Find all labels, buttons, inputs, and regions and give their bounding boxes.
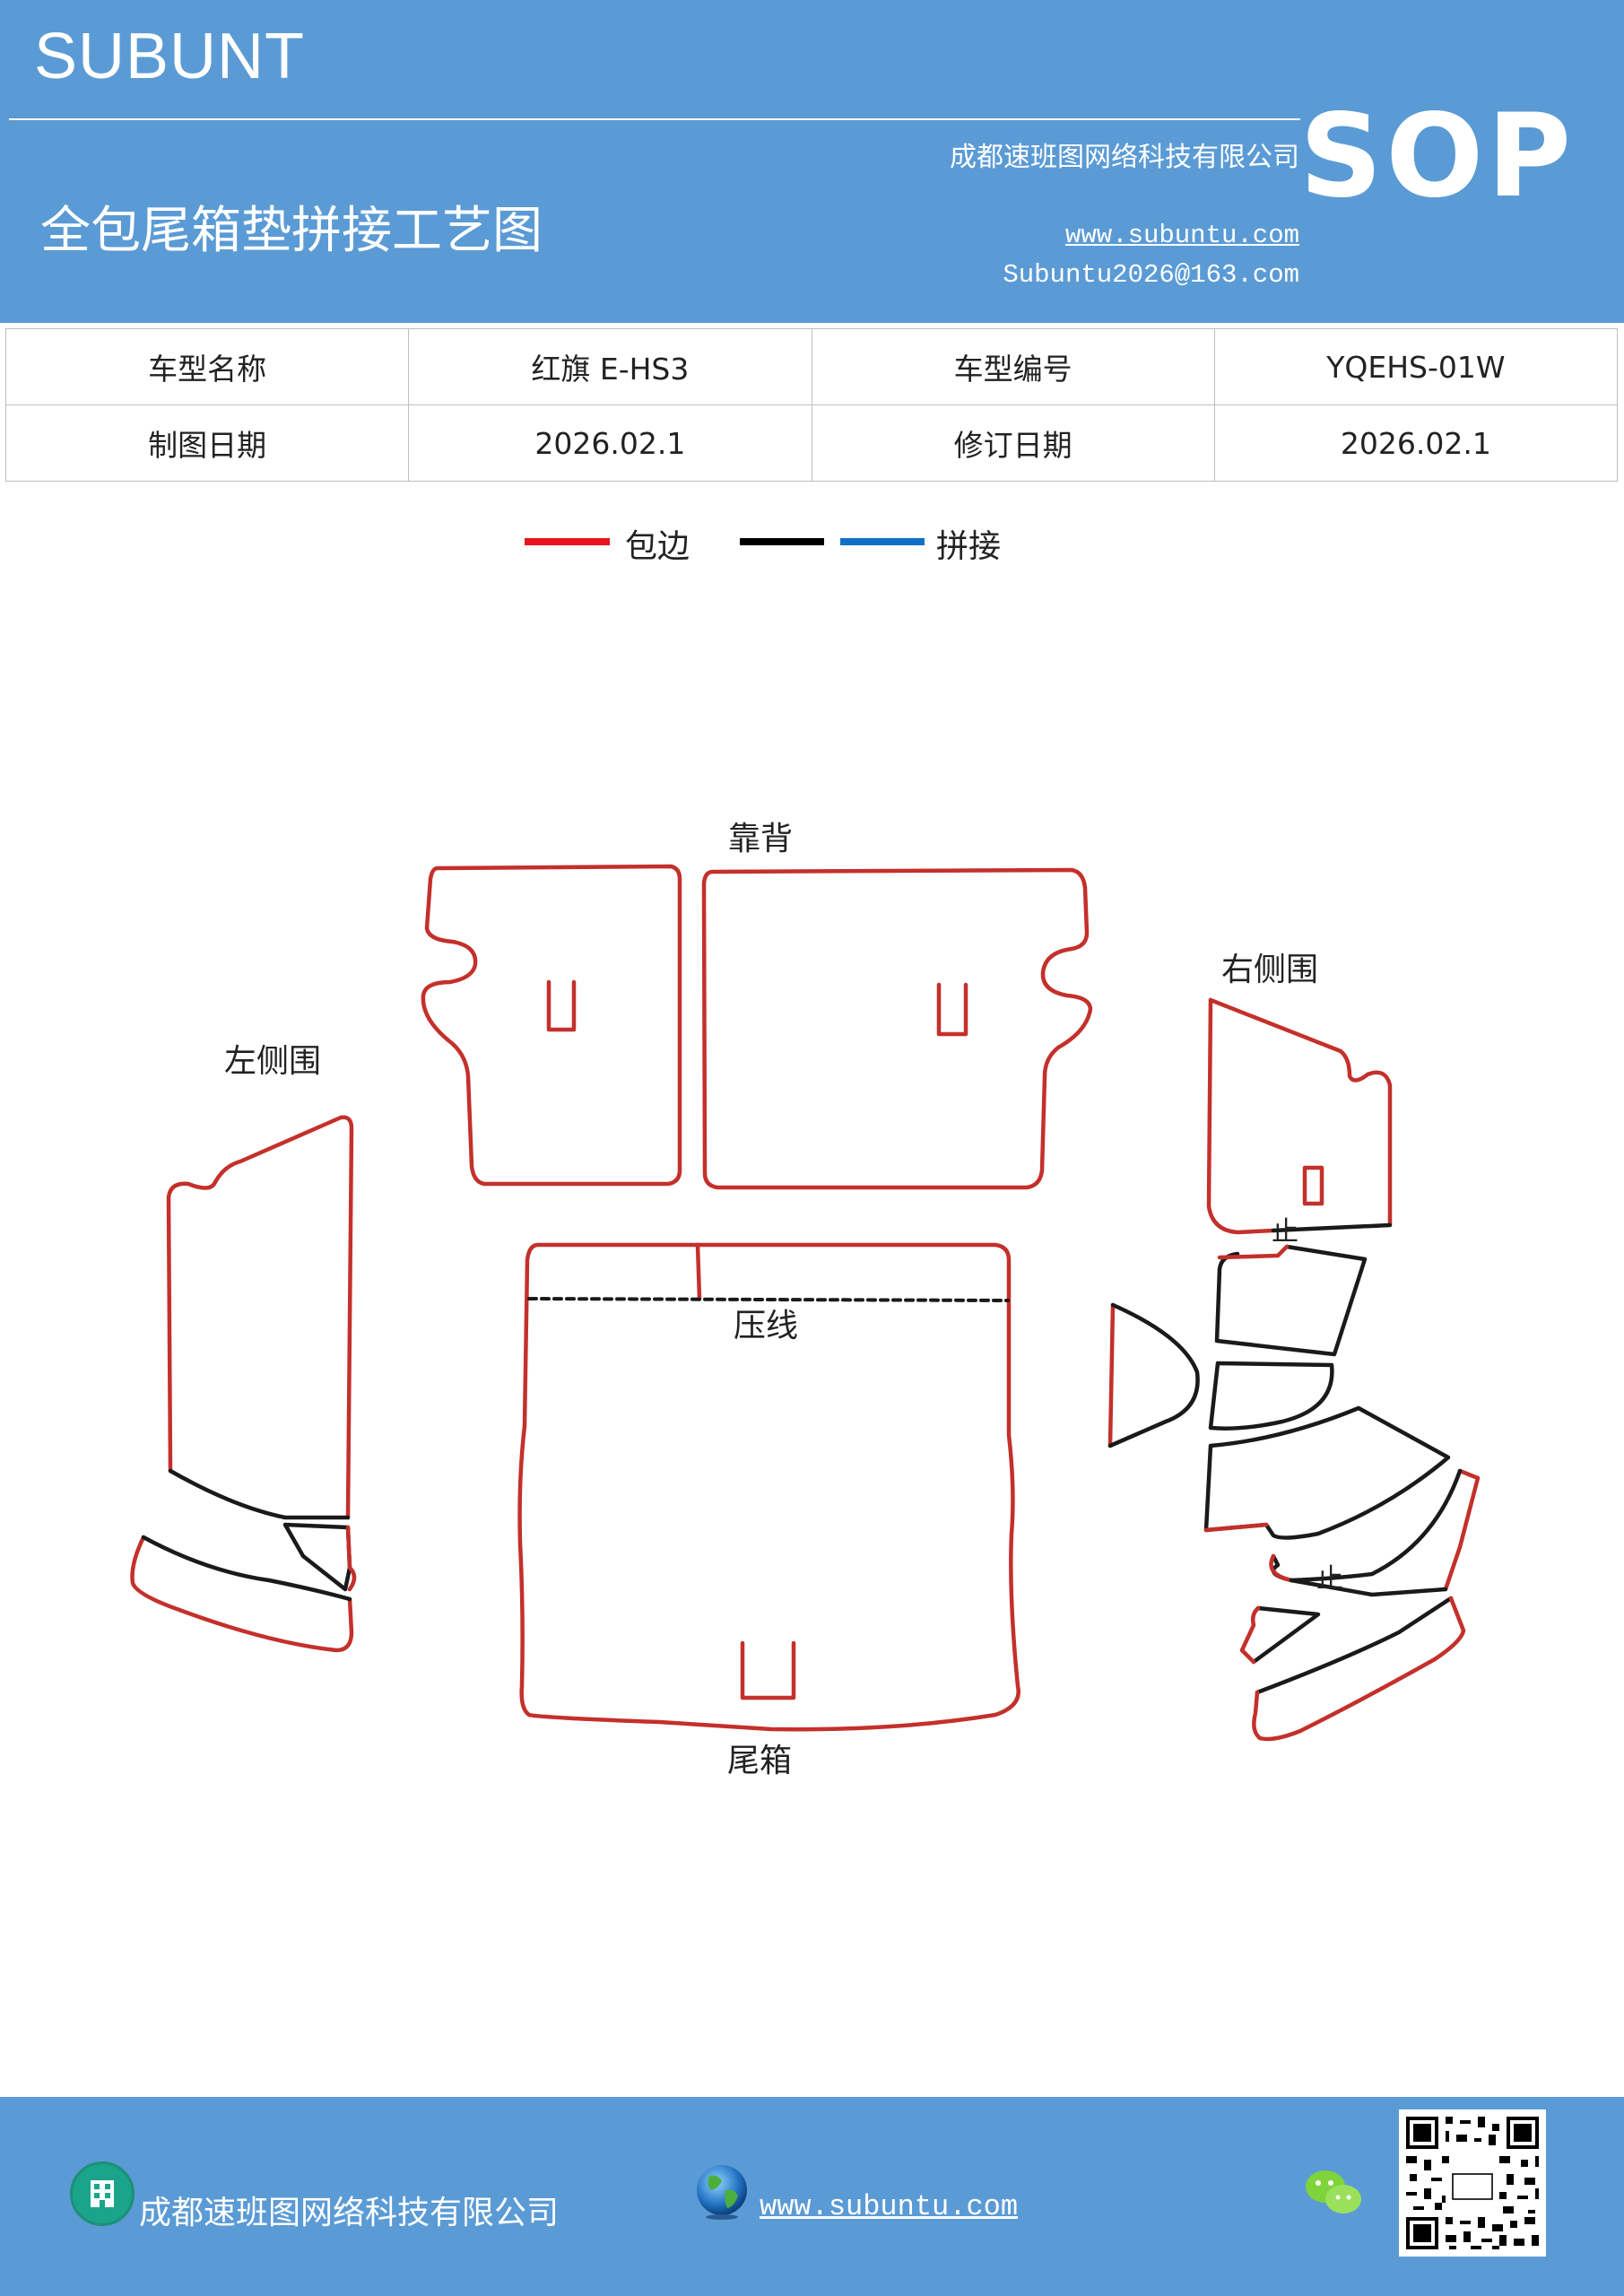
footer-company-name: 成都速班图网络科技有限公司 (139, 2195, 560, 2231)
backrest-right-piece (701, 867, 1093, 1190)
right-mid-piece-3-edge (1203, 1522, 1269, 1533)
value-revision-date: 2026.02.1 (1213, 404, 1619, 482)
sop-badge: SOP (1299, 90, 1575, 223)
label-left-side: 左侧围 (224, 1043, 321, 1080)
right-lower-strip-left (1269, 1553, 1294, 1583)
email-address[interactable]: Subuntu2026@163.com (1003, 260, 1299, 290)
right-small-triangle-edge (1239, 1605, 1261, 1665)
pattern-diagram: 靠背 左侧围 右侧围 压线 尾箱 止 止 (130, 821, 1481, 1779)
label-backrest: 靠背 (728, 821, 793, 857)
right-side-top-left-edge (1206, 997, 1276, 1235)
document-title: 全包尾箱垫拼接工艺图 (40, 202, 543, 260)
backrest-left-piece (421, 864, 682, 1187)
backrest-right-slot (936, 982, 968, 1037)
right-lower-strip (1271, 1468, 1463, 1583)
right-small-triangle (1251, 1605, 1321, 1665)
press-line (527, 1297, 1010, 1302)
legend-swatch-black (740, 538, 824, 545)
right-curve-piece-edge (1107, 1302, 1116, 1448)
left-side-wedge-wrap (345, 1525, 357, 1592)
right-mid-piece-1 (1214, 1244, 1368, 1357)
label-drawing-date: 制图日期 (4, 404, 410, 482)
right-curve-piece (1107, 1302, 1200, 1448)
legend-swatch-wrap (525, 538, 610, 545)
wechat-icon (1306, 2170, 1361, 2213)
value-model-name: 红旗 E-HS3 (408, 328, 812, 405)
right-side-top-piece (1208, 997, 1393, 1227)
right-lower-strip-bottom (1289, 1578, 1448, 1597)
label-revision-date: 修订日期 (811, 404, 1215, 482)
right-mid-piece-2 (1208, 1361, 1334, 1431)
header-divider (9, 118, 1300, 120)
right-side-small-slot (1302, 1165, 1324, 1206)
left-side-splice-line (168, 1468, 351, 1520)
left-side-wedge-splice (282, 1522, 352, 1592)
right-lower-strip-edge (1443, 1468, 1481, 1592)
label-model-name: 车型名称 (4, 328, 410, 405)
table-row: 车型名称 红旗 E-HS3 车型编号 YQEHS-01W (4, 328, 1619, 405)
backrest-left-slot (546, 979, 577, 1032)
right-bottom-piece (1252, 1596, 1466, 1742)
legend-label-wrap: 包边 (625, 528, 690, 565)
left-side-bottom-piece (130, 1535, 354, 1653)
label-press-line: 压线 (734, 1308, 798, 1344)
company-name: 成都速班图网络科技有限公司 (950, 142, 1299, 173)
website-link[interactable]: www.subuntu.com (1064, 221, 1299, 250)
globe-icon (697, 2165, 747, 2220)
right-side-top-splice (1271, 1222, 1393, 1233)
label-stop-2: 止 (1316, 1563, 1343, 1595)
trunk-floor-slot (740, 1640, 796, 1700)
right-bottom-piece-splice (1255, 1596, 1454, 1695)
left-side-bottom-splice (141, 1535, 352, 1602)
right-mid-piece-1-edge (1217, 1244, 1290, 1260)
value-model-code: YQEHS-01W (1213, 328, 1619, 405)
trunk-floor-piece (517, 1242, 1020, 1732)
label-right-side: 右侧围 (1221, 952, 1318, 988)
legend-swatch-blue (840, 538, 925, 545)
label-model-code: 车型编号 (811, 328, 1215, 405)
building-icon (70, 2161, 135, 2226)
footer-banner: 成都速班图网络科技有限公司 www.subuntu.com (0, 2097, 1624, 2296)
table-row: 制图日期 2026.02.1 修订日期 2026.02.1 (4, 404, 1619, 482)
legend-label-splice: 拼接 (936, 528, 1002, 565)
qr-code[interactable] (1399, 2109, 1546, 2257)
label-stop-1: 止 (1272, 1216, 1298, 1248)
vehicle-info-table: 车型名称 红旗 E-HS3 车型编号 YQEHS-01W 制图日期 2026.0… (4, 328, 1619, 482)
footer-website-link[interactable]: www.subuntu.com (760, 2190, 1019, 2223)
trunk-floor-split (695, 1242, 702, 1301)
label-trunk: 尾箱 (727, 1743, 792, 1779)
brand-name: SUBUNT (34, 21, 306, 92)
left-side-main-piece (166, 1115, 354, 1520)
value-drawing-date: 2026.02.1 (408, 404, 812, 482)
right-mid-piece-3 (1203, 1405, 1451, 1540)
header-banner: SUBUNT SOP 成都速班图网络科技有限公司 全包尾箱垫拼接工艺图 www.… (0, 0, 1624, 323)
legend: 包边 拼接 (0, 520, 1624, 583)
